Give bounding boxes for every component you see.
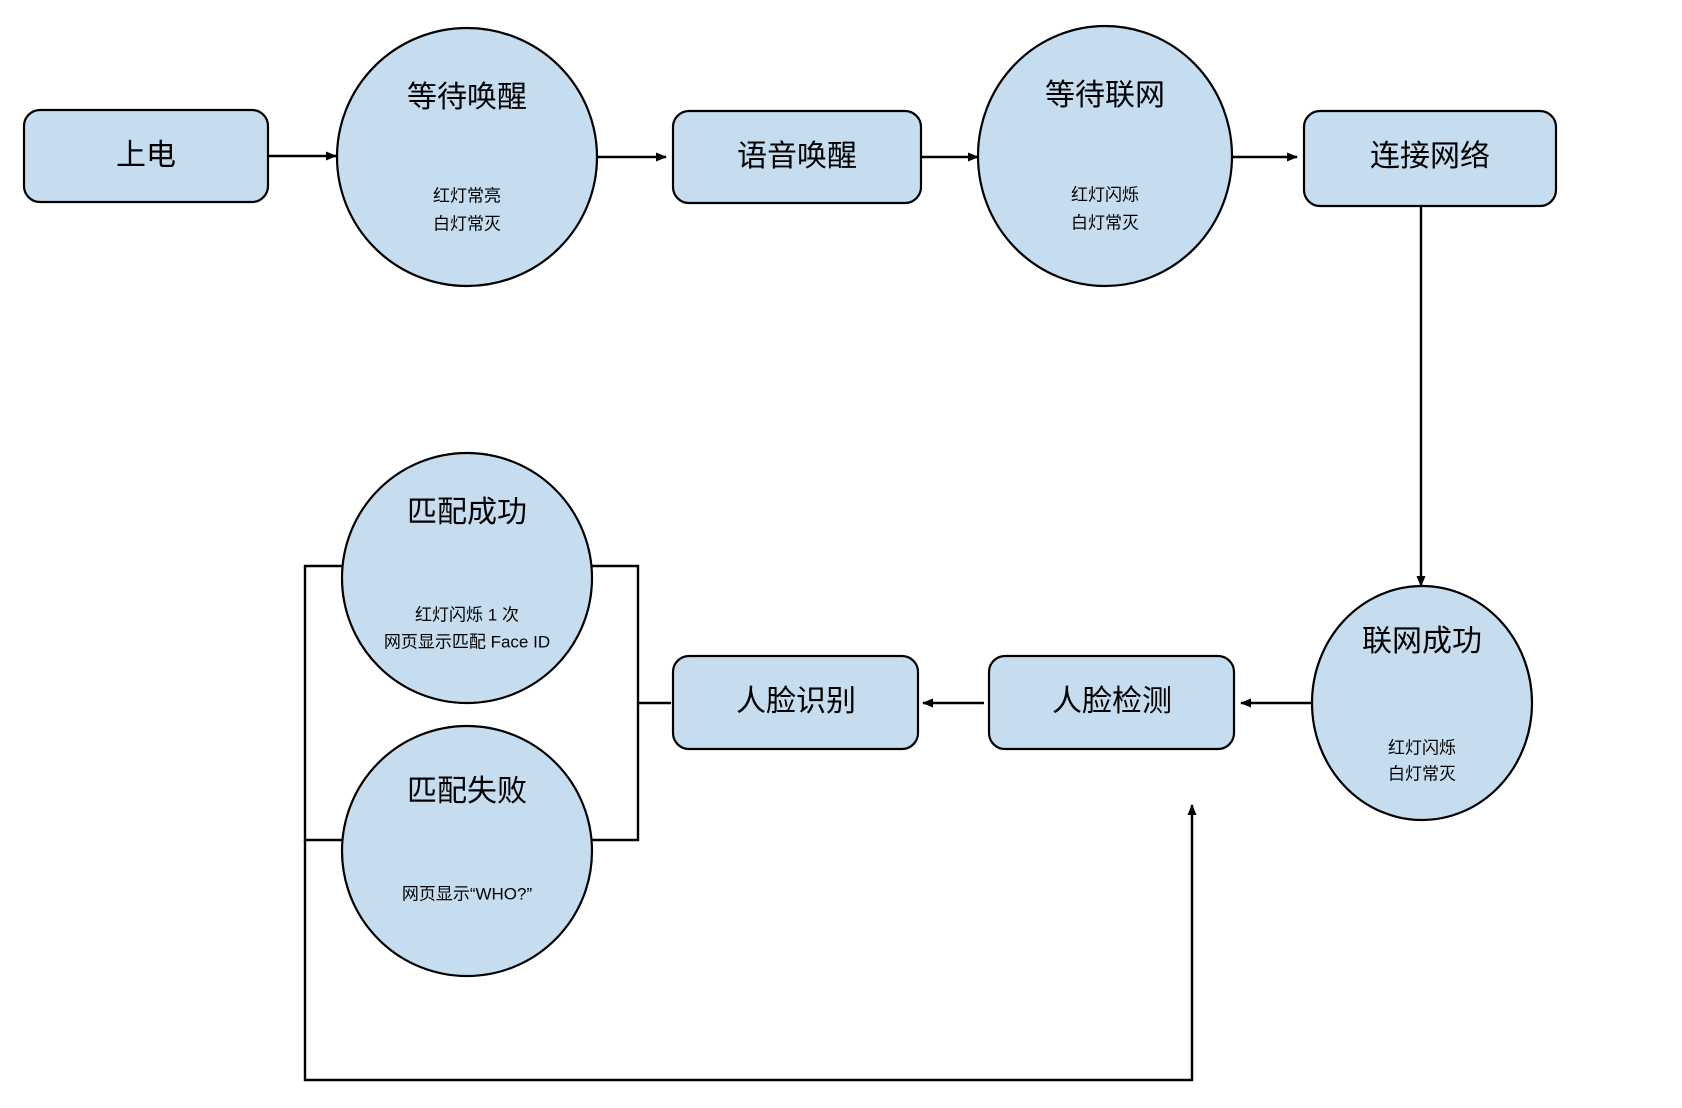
node-wait-network-sub-2: 白灯常灭 <box>1071 213 1139 232</box>
node-wait-wakeup-shape <box>335 26 599 288</box>
node-match-success-sub-1: 红灯闪烁 1 次 <box>415 605 519 624</box>
node-wait-wakeup-sub-1: 红灯常亮 <box>433 186 501 205</box>
node-network-success-shape <box>1310 584 1534 822</box>
node-match-success[interactable]: 匹配成功 红灯闪烁 1 次 网页显示匹配 Face ID <box>340 451 594 705</box>
node-voice-wakeup-shape <box>671 109 923 205</box>
edge-face-recognize-to-match-branch <box>303 564 671 842</box>
node-wait-network-title: 等待联网 <box>1045 79 1165 112</box>
node-face-recognize-shape <box>671 654 920 751</box>
node-connect-network-shape <box>1302 109 1558 208</box>
node-connect-network-title: 连接网络 <box>1370 140 1490 173</box>
node-wait-wakeup-sub-2: 白灯常灭 <box>433 214 501 233</box>
node-power-on-shape <box>22 108 270 204</box>
node-voice-wakeup-title: 语音唤醒 <box>737 140 857 173</box>
node-match-success-shape <box>340 451 594 705</box>
node-power-on[interactable]: 上电 <box>22 108 270 204</box>
node-match-fail-sub-1: 网页显示“WHO?” <box>402 884 533 903</box>
node-wait-wakeup-title: 等待唤醒 <box>407 81 527 114</box>
node-match-success-title: 匹配成功 <box>407 496 527 529</box>
node-network-success[interactable]: 联网成功 红灯闪烁 白灯常灭 <box>1310 584 1534 822</box>
node-voice-wakeup[interactable]: 语音唤醒 <box>671 109 923 205</box>
node-network-success-sub-2: 白灯常灭 <box>1388 764 1456 783</box>
node-network-success-title: 联网成功 <box>1362 625 1482 658</box>
node-network-success-sub-1: 红灯闪烁 <box>1388 738 1456 757</box>
node-face-detect-title: 人脸检测 <box>1052 685 1172 718</box>
node-wait-network[interactable]: 等待联网 红灯闪烁 白灯常灭 <box>976 24 1234 288</box>
node-wait-network-sub-1: 红灯闪烁 <box>1071 185 1139 204</box>
node-face-detect[interactable]: 人脸检测 <box>987 654 1236 751</box>
node-face-recognize-title: 人脸识别 <box>736 685 856 718</box>
node-match-fail[interactable]: 匹配失败 网页显示“WHO?” <box>340 724 594 978</box>
node-face-recognize[interactable]: 人脸识别 <box>671 654 920 751</box>
node-match-fail-shape <box>340 724 594 978</box>
node-wait-wakeup[interactable]: 等待唤醒 红灯常亮 白灯常灭 <box>335 26 599 288</box>
node-match-fail-title: 匹配失败 <box>407 775 527 808</box>
node-face-detect-shape <box>987 654 1236 751</box>
node-power-on-title: 上电 <box>116 139 176 172</box>
node-wait-network-shape <box>976 24 1234 288</box>
edges-layer <box>268 151 1426 1082</box>
node-connect-network[interactable]: 连接网络 <box>1302 109 1558 208</box>
edge-match-fail-to-face-detect <box>303 804 1197 1082</box>
node-match-success-sub-2: 网页显示匹配 Face ID <box>384 632 550 651</box>
